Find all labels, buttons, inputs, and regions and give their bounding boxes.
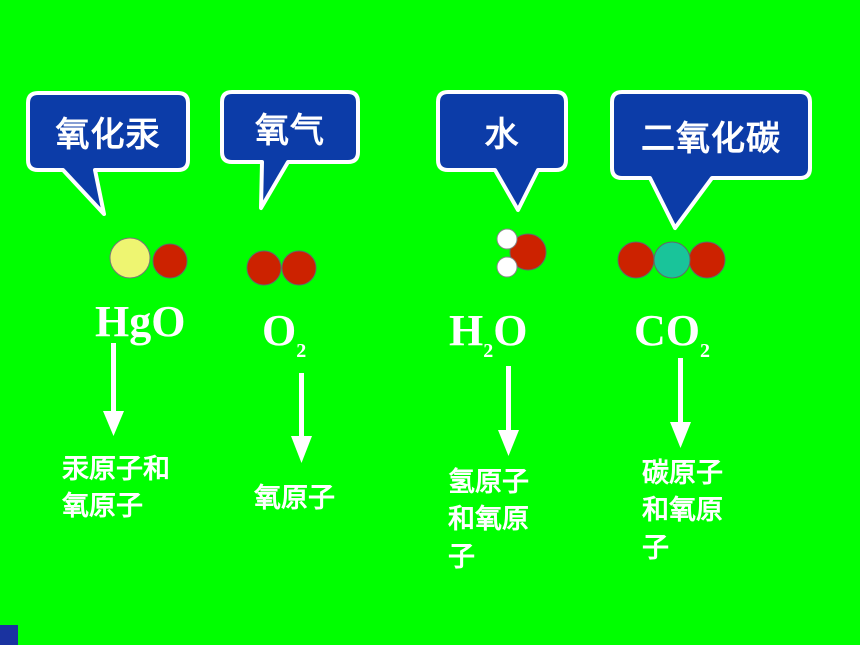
composition-line: 子 <box>448 541 475 573</box>
formula-water: H2O <box>449 306 528 362</box>
molecule-water <box>496 228 547 278</box>
composition-carbon-dioxide: 碳原子和氧原子 <box>642 455 723 567</box>
composition-line: 氢原子 <box>448 467 529 498</box>
formula-subscript: 2 <box>296 340 307 362</box>
composition-line: 氧原子 <box>62 491 143 523</box>
hydrogen-atom <box>496 256 518 278</box>
composition-mercury-oxide: 汞原子和氧原子 <box>62 451 170 526</box>
composition-line: 和氧原 <box>642 495 723 527</box>
hydrogen-atom <box>496 228 518 250</box>
carbon-atom <box>653 241 691 279</box>
callout-bubble-oxygen <box>220 90 360 210</box>
molecule-carbon-dioxide <box>617 241 726 279</box>
substance-name-carbon-dioxide: 二氧化碳 <box>641 118 781 159</box>
composition-line: 氧原子 <box>254 483 335 514</box>
composition-water: 氢原子和氧原子 <box>448 464 529 576</box>
formula-symbol: CO <box>634 306 700 355</box>
formula-symbol: O <box>262 306 297 355</box>
arrow-down-icon <box>103 343 124 436</box>
composition-line: 碳原子 <box>642 458 723 489</box>
composition-line: 子 <box>642 532 669 564</box>
composition-oxygen: 氧原子 <box>254 480 335 517</box>
callout-bubble-carbon-dioxide <box>610 90 812 230</box>
formula-mercury-oxide: HgO <box>95 300 185 344</box>
formula-symbol: H <box>449 306 484 355</box>
formula-symbol: HgO <box>95 297 186 346</box>
oxygen-atom <box>246 250 282 286</box>
oxygen-atom <box>152 243 188 279</box>
substance-name-mercury-oxide: 氧化汞 <box>55 115 161 155</box>
oxygen-atom <box>617 241 655 279</box>
arrow-down-icon <box>291 373 312 463</box>
oxygen-atom <box>509 233 547 271</box>
molecule-oxygen <box>246 250 317 286</box>
oxygen-atom <box>688 241 726 279</box>
molecule-mercury-oxide <box>109 237 188 279</box>
formula-subscript: 2 <box>483 340 494 362</box>
callout-bubble-mercury-oxide <box>26 91 190 216</box>
composition-line: 汞原子和 <box>62 454 170 485</box>
callout-bubble-water <box>436 90 568 212</box>
oxygen-atom <box>281 250 317 286</box>
formula-symbol: O <box>493 306 528 355</box>
formula-subscript: 2 <box>700 340 710 362</box>
composition-line: 和氧原 <box>448 504 529 536</box>
formula-oxygen: O2 <box>262 306 306 362</box>
substance-name-oxygen: 氧气 <box>255 110 325 151</box>
formula-carbon-dioxide: CO2 <box>634 306 710 362</box>
corner-marker <box>0 625 18 645</box>
arrow-down-icon <box>498 366 519 456</box>
arrow-down-icon <box>670 358 691 448</box>
mercury-atom <box>109 237 151 279</box>
substance-name-water: 水 <box>484 114 520 155</box>
